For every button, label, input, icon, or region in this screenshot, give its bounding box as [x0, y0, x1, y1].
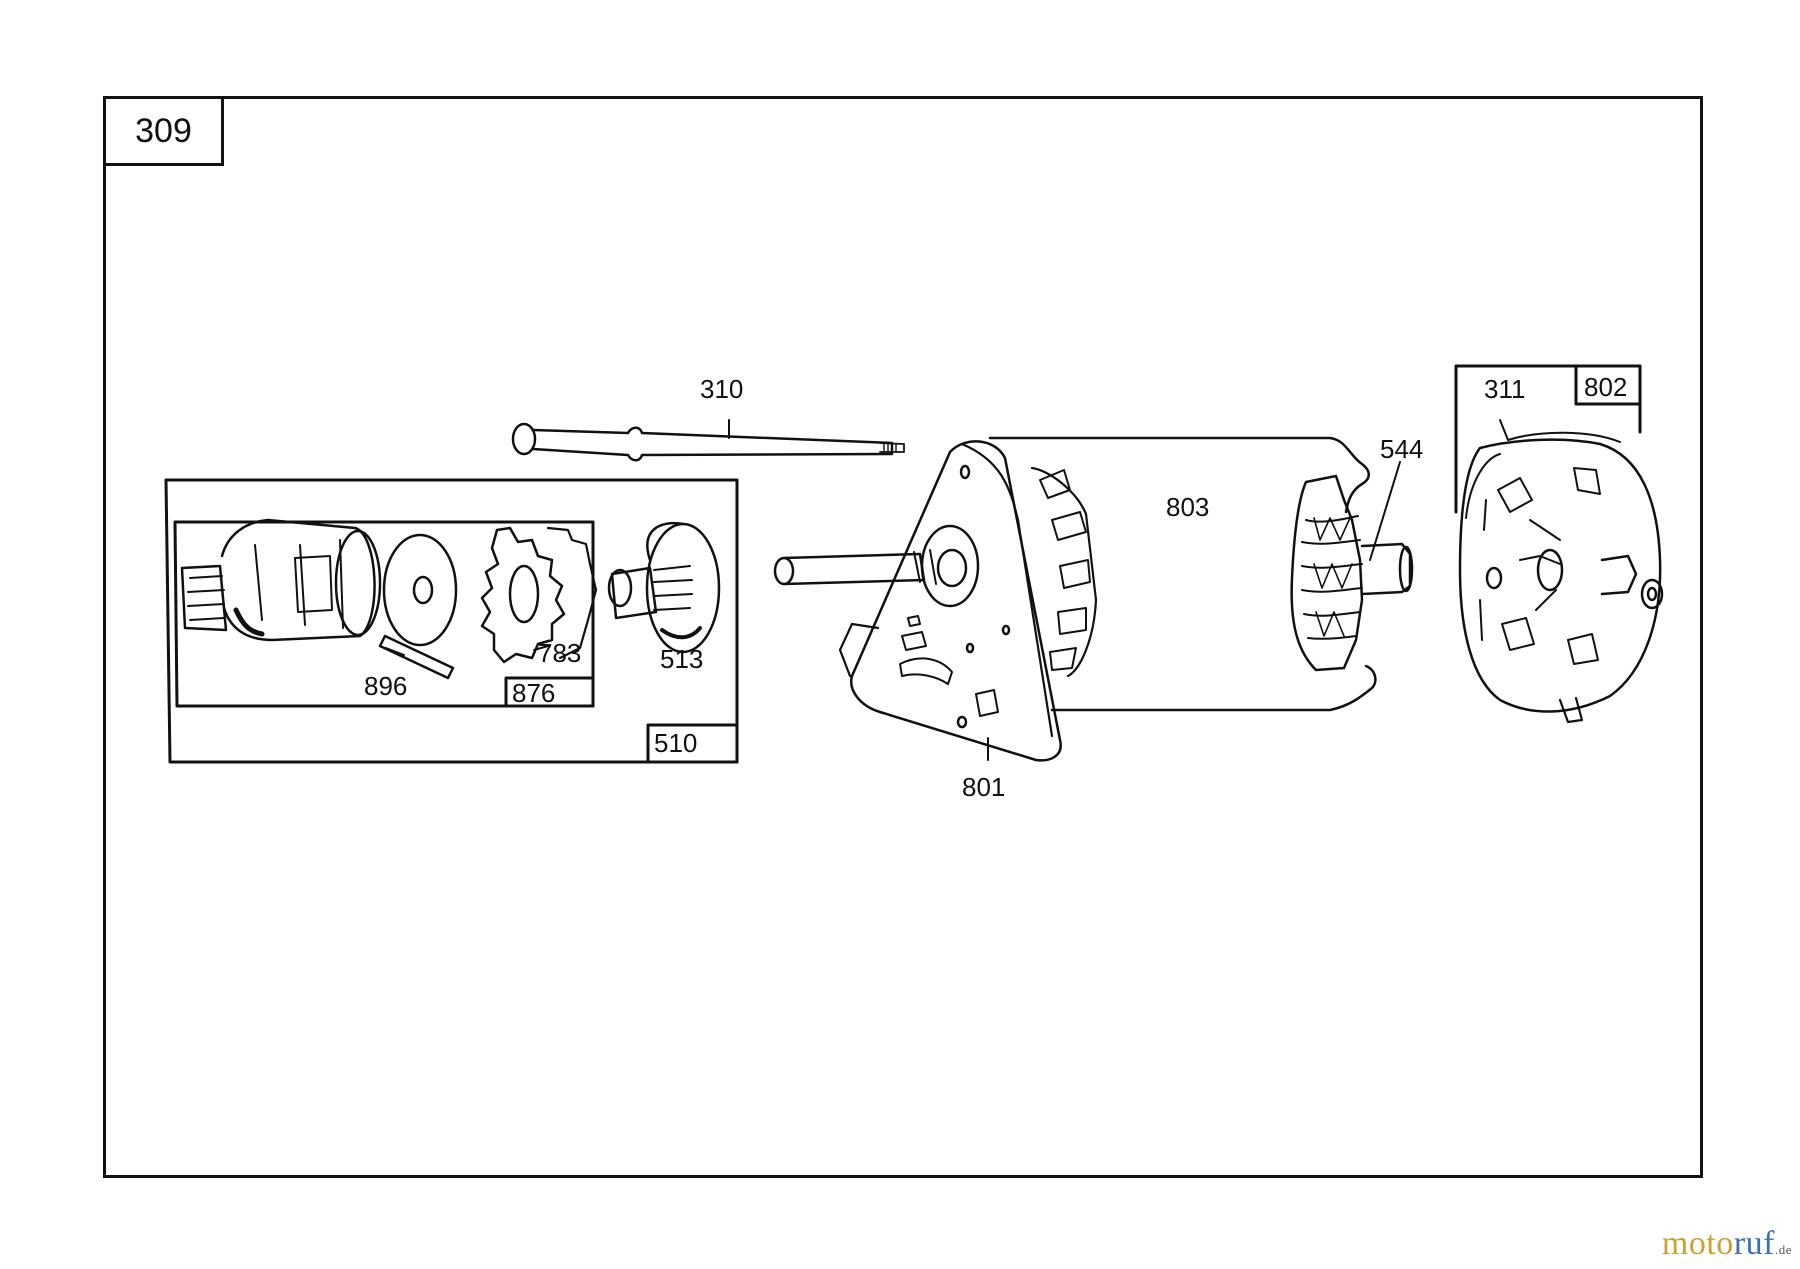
- watermark-tld: .de: [1774, 1242, 1792, 1257]
- watermark-part2: ruf: [1733, 1225, 1775, 1262]
- callout-544: 544: [1380, 434, 1423, 464]
- part-802-group-box: [1454, 364, 1642, 514]
- watermark-logo: motoruf.de: [1662, 1225, 1792, 1263]
- part-783-gear: [480, 526, 598, 664]
- part-311-brush-end-cap: [1458, 419, 1664, 724]
- callout-801: 801: [962, 772, 1005, 802]
- callout-876: 876: [512, 678, 555, 708]
- part-803-motor-housing: [988, 436, 1377, 712]
- callout-783: 783: [538, 638, 581, 668]
- part-drive-assembly: [180, 518, 382, 642]
- leader-lines: [385, 645, 549, 656]
- part-544-commutator: [1290, 461, 1414, 672]
- watermark-part1: moto: [1661, 1225, 1734, 1262]
- part-310-through-bolt: [511, 419, 905, 462]
- diagram-number: 309: [103, 96, 224, 166]
- callout-896: 896: [364, 671, 407, 701]
- part-876-group-box: [173, 520, 595, 708]
- callout-803: 803: [1166, 492, 1209, 522]
- callout-802: 802: [1584, 372, 1627, 402]
- callout-510: 510: [654, 728, 697, 758]
- part-washer: [382, 533, 458, 647]
- part-510-group-box: [164, 478, 739, 764]
- callout-310: 310: [700, 374, 743, 404]
- callout-513: 513: [660, 644, 703, 674]
- part-801-drive-end-bracket: [773, 440, 1062, 762]
- part-896-key: [378, 634, 455, 680]
- callout-311: 311: [1484, 374, 1525, 404]
- diagram-frame: [103, 96, 1703, 1178]
- part-513-pinion: [607, 521, 721, 654]
